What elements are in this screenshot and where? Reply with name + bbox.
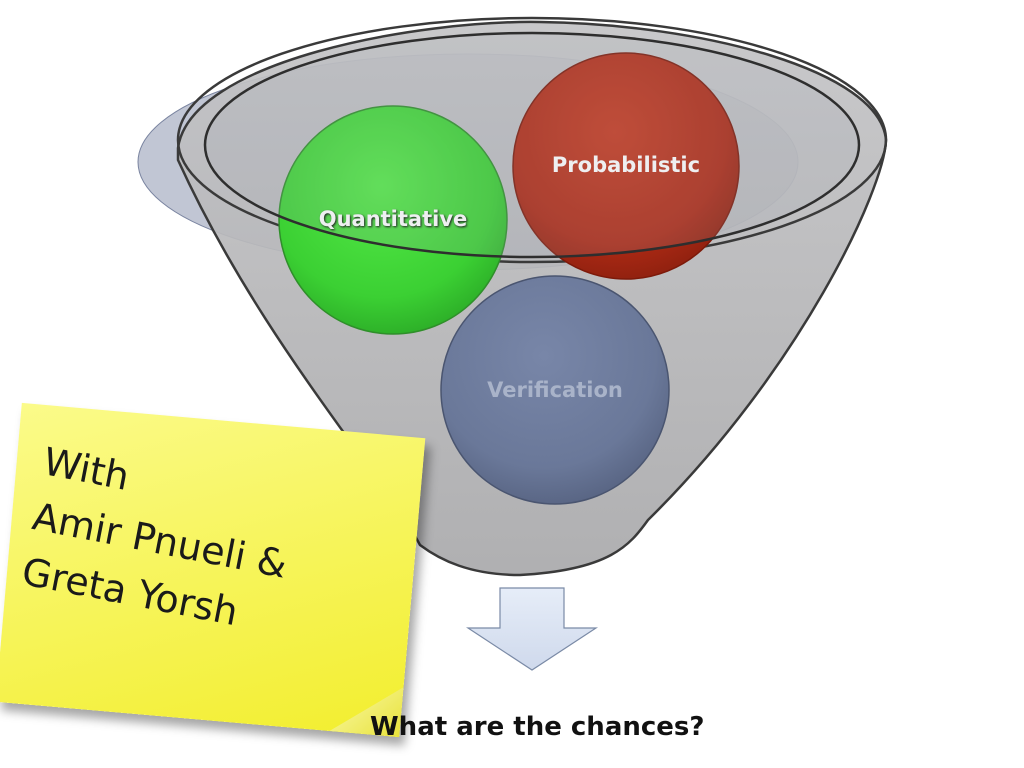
circle-verification: Verification bbox=[440, 275, 670, 505]
caption-question: What are the chances? bbox=[370, 712, 705, 742]
circle-quantitative: Quantitative bbox=[278, 105, 508, 335]
circle-probabilistic: Probabilistic bbox=[512, 52, 740, 280]
sticky-note-text: With Amir Pnueli & Greta Yorsh bbox=[18, 439, 291, 635]
funnel-rim-outer bbox=[176, 16, 888, 264]
funnel-rim-inner bbox=[203, 31, 861, 259]
circle-quantitative-label: Quantitative bbox=[319, 207, 468, 231]
circle-probabilistic-label: Probabilistic bbox=[552, 153, 700, 177]
sticky-note: With Amir Pnueli & Greta Yorsh bbox=[0, 402, 426, 738]
down-arrow-icon bbox=[465, 587, 599, 671]
circle-verification-label: Verification bbox=[487, 378, 623, 402]
